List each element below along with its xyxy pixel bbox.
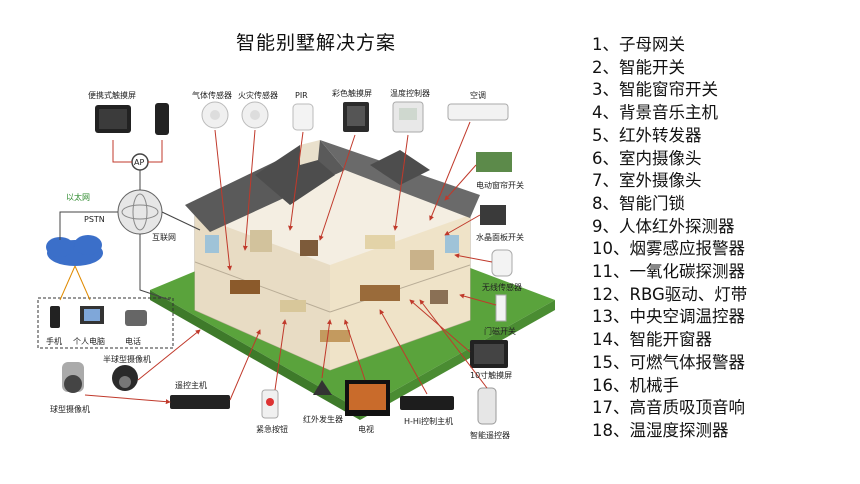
hifi-host-icon xyxy=(400,396,454,410)
device-label: AP xyxy=(134,158,144,167)
feature-item: 17、高音质吸顶音响 xyxy=(592,398,745,418)
device-label: H-Hi控制主机 xyxy=(404,416,453,426)
feature-item: 18、温湿度探测器 xyxy=(592,420,729,440)
device-label: 手机 xyxy=(46,336,62,346)
feature-item: 1、子母网关 xyxy=(592,35,685,54)
device-label: 遥控主机 xyxy=(175,380,207,390)
device-label: 智能遥控器 xyxy=(470,430,510,440)
device-label: 电视 xyxy=(358,424,374,434)
device-label: 个人电脑 xyxy=(73,336,105,346)
device-label: 以太网 xyxy=(66,192,90,202)
feature-item: 13、中央空调温控器 xyxy=(592,307,745,327)
device-label: PSTN xyxy=(84,215,105,224)
diagram-title: 智能别墅解决方案 xyxy=(236,32,397,54)
feature-item: 3、智能窗帘开关 xyxy=(592,80,718,100)
ir-transmitter-icon xyxy=(313,380,332,395)
aircon-icon xyxy=(447,103,509,121)
device-label: 空调 xyxy=(470,90,486,100)
feature-item: 12、RBG驱动、灯带 xyxy=(592,284,748,304)
device-label: 无线传感器 xyxy=(482,282,522,292)
feature-item: 14、智能开窗器 xyxy=(592,330,712,350)
feature-item: 11、一氧化碳探测器 xyxy=(592,262,745,282)
feature-item: 9、人体红外探测器 xyxy=(592,216,735,236)
device-label: 紧急按钮 xyxy=(256,424,288,434)
feature-item: 10、烟雾感应报警器 xyxy=(592,239,745,259)
device-label: 电话 xyxy=(125,336,141,346)
feature-item: 15、可燃气体报警器 xyxy=(592,352,745,372)
smart-villa-diagram: 便携式触摸屏 气体传感器 火灾传感器 PIR 彩色触摸屏 温度控制器 空调 AP… xyxy=(37,88,555,440)
device-label: 门磁开关 xyxy=(484,326,516,336)
pir-icon xyxy=(292,103,314,131)
host-icon xyxy=(170,395,230,409)
crystal-panel-icon xyxy=(480,205,506,225)
device-label: 互联网 xyxy=(152,233,176,242)
device-icons xyxy=(37,101,513,425)
wireless-sensor-icon xyxy=(491,249,513,277)
device-label: 水晶面板开关 xyxy=(476,232,524,242)
door-switch-icon xyxy=(495,294,507,322)
feature-item: 16、机械手 xyxy=(592,375,679,395)
house-illustration xyxy=(150,140,555,420)
client-devices-box xyxy=(37,297,174,349)
device-label: 彩色触摸屏 xyxy=(332,88,372,98)
device-label: 球型摄像机 xyxy=(50,404,90,414)
device-label: 便携式触摸屏 xyxy=(88,90,136,100)
device-labels: 便携式触摸屏 气体传感器 火灾传感器 PIR 彩色触摸屏 温度控制器 空调 AP… xyxy=(46,88,524,440)
device-label: 温度控制器 xyxy=(390,88,430,98)
feature-item: 5、红外转发器 xyxy=(592,125,702,145)
device-label: 电动窗帘开关 xyxy=(476,180,524,190)
feature-item: 6、室内摄像头 xyxy=(592,148,702,168)
device-label: PIR xyxy=(295,91,308,100)
feature-item: 2、智能开关 xyxy=(592,57,685,77)
curtain-switch-icon xyxy=(476,152,512,172)
connection-lines xyxy=(59,121,497,405)
device-label: 气体传感器 xyxy=(192,90,232,100)
feature-item: 8、智能门锁 xyxy=(592,193,685,213)
phone-icon xyxy=(50,306,60,328)
device-label: 半球型摄像机 xyxy=(103,354,151,364)
remote-icon xyxy=(155,103,169,135)
feature-item: 7、室外摄像头 xyxy=(592,171,702,191)
feature-item: 4、背景音乐主机 xyxy=(592,103,718,123)
smart-remote-icon xyxy=(477,387,497,425)
device-label: 10寸触摸屏 xyxy=(470,370,512,380)
feature-list: 1、子母网关 2、智能开关 3、智能窗帘开关 4、背景音乐主机 5、红外转发器 … xyxy=(592,34,747,443)
device-label: 火灾传感器 xyxy=(238,90,278,100)
telephone-icon xyxy=(125,310,147,326)
internet-globe-icon xyxy=(117,189,163,235)
device-label: 红外发生器 xyxy=(303,414,343,424)
